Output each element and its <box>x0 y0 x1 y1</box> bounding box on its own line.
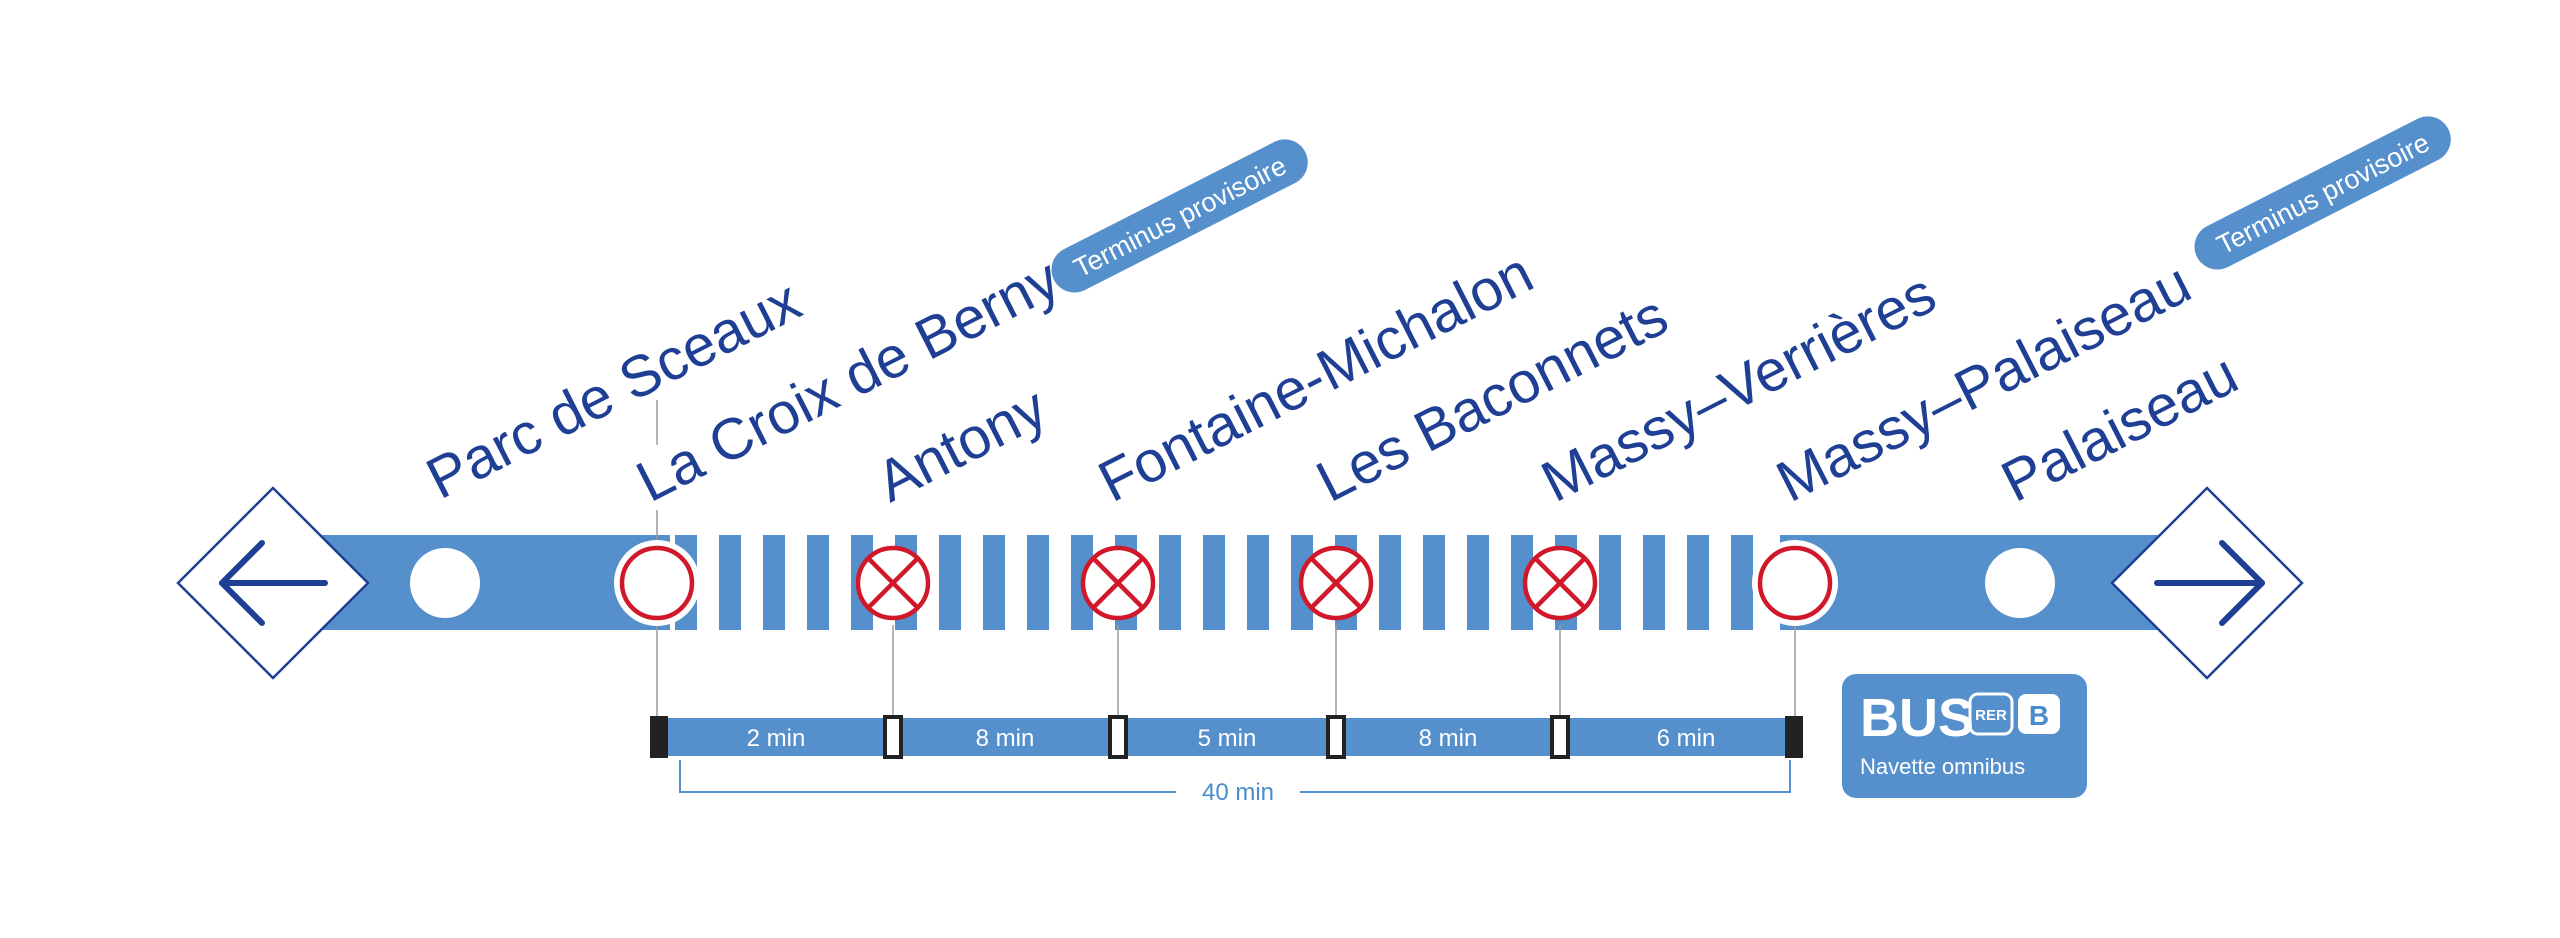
rer-logo-icon: RER <box>1968 692 2014 736</box>
station-la-croix-de-berny-symbol <box>614 540 700 626</box>
arrow-right-icon <box>2110 486 2304 680</box>
hatch-stripe <box>1027 535 1049 630</box>
connectors <box>656 400 1796 718</box>
hatch-stripe <box>1511 535 1533 630</box>
hatch-stripe <box>1643 535 1665 630</box>
total-time: 40 min <box>1202 779 1274 806</box>
station-parc-de-sceaux-symbol <box>410 548 480 618</box>
station-name-massy-verrieres: Massy–Verrières <box>1531 261 1945 515</box>
bus-subtitle: Navette omnibus <box>1860 754 2025 779</box>
hatch-stripe <box>1687 535 1709 630</box>
line-b-icon: B <box>2018 694 2060 734</box>
segment-time-2: 8 min <box>976 725 1035 752</box>
terminus-tag-2: Terminus provisoire <box>2194 116 2451 270</box>
segment-time-1: 2 min <box>747 725 806 752</box>
hatch-stripe <box>1247 535 1269 630</box>
segment-time-5: 6 min <box>1657 725 1716 752</box>
segment-time-3: 5 min <box>1198 725 1257 752</box>
hatch-stripe <box>1599 535 1621 630</box>
hatch-stripe <box>983 535 1005 630</box>
bus-title: BUS <box>1860 688 1974 748</box>
total-bracket-right <box>1300 760 1791 793</box>
timing-markers <box>650 715 1803 759</box>
hatch-stripe <box>719 535 741 630</box>
hatch-stripe <box>939 535 961 630</box>
hatch-stripe <box>1423 535 1445 630</box>
station-les-baconnets-symbol <box>1298 545 1374 621</box>
terminus-tag-1: Terminus provisoire <box>1051 139 1308 293</box>
station-massy-verrieres-symbol <box>1522 545 1598 621</box>
arrow-left-icon <box>176 486 370 680</box>
terminus-tag-1-label: Terminus provisoire <box>1069 150 1291 283</box>
hatch-stripe <box>1203 535 1225 630</box>
hatch-stripe <box>1467 535 1489 630</box>
segment-time-4: 8 min <box>1419 725 1478 752</box>
bus-replacement-box: BUS RER B Navette omnibus <box>1842 674 2087 798</box>
hatch-stripe <box>1159 535 1181 630</box>
station-massy-palaiseau-symbol <box>1752 540 1838 626</box>
station-name-antony: Antony <box>866 375 1056 515</box>
hatch-stripe <box>1379 535 1401 630</box>
station-palaiseau-symbol <box>1985 548 2055 618</box>
hatch-stripe <box>807 535 829 630</box>
station-antony-symbol <box>855 545 931 621</box>
station-fontaine-michalon-symbol <box>1080 545 1156 621</box>
terminus-tag-2-label: Terminus provisoire <box>2212 127 2434 260</box>
hatch-stripe <box>1731 535 1753 630</box>
hatch-stripe <box>763 535 785 630</box>
total-bracket-left <box>679 760 1176 793</box>
line-letter: B <box>2029 700 2049 731</box>
station-name-parc-de-sceaux: Parc de Sceaux <box>416 268 810 512</box>
timing-bar <box>650 718 1800 756</box>
rer-label: RER <box>1975 707 2007 724</box>
